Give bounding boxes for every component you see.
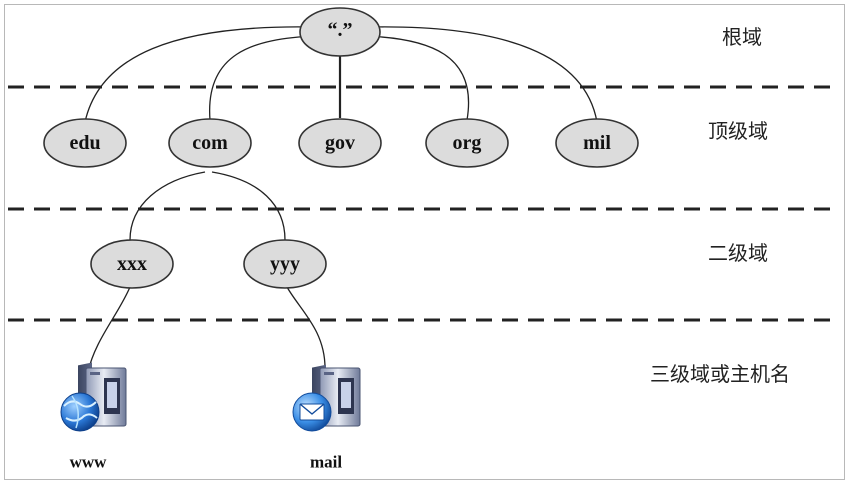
level-label-top-level: 顶级域 xyxy=(708,119,768,143)
edge-com-xxx xyxy=(129,171,206,241)
edge-root-edu xyxy=(84,26,311,123)
sld-label-xxx: xxx xyxy=(117,253,147,275)
host-label-www: www xyxy=(70,453,108,472)
tld-label-mil: mil xyxy=(583,132,611,154)
sld-label-yyy: yyy xyxy=(270,253,300,275)
sld-node-yyy: yyy xyxy=(243,239,327,289)
level-label-root: 根域 xyxy=(722,25,762,49)
root-node: “.” xyxy=(299,7,381,57)
edge-com-yyy xyxy=(211,171,286,241)
mail-server-icon xyxy=(292,364,361,432)
root-node-label: “.” xyxy=(328,19,353,41)
edge-root-org xyxy=(363,35,470,121)
tld-node-com: com xyxy=(168,118,252,168)
tld-node-org: org xyxy=(425,118,509,168)
tld-node-mil: mil xyxy=(555,118,639,168)
tld-label-edu: edu xyxy=(69,132,100,154)
level-label-third-level-host: 三级域或主机名 xyxy=(650,362,790,386)
sld-node-xxx: xxx xyxy=(90,239,174,289)
host-label-mail: mail xyxy=(310,453,342,472)
edge-root-mil xyxy=(371,26,598,123)
tld-label-com: com xyxy=(192,132,228,154)
diagram-frame xyxy=(4,4,845,480)
tld-label-org: org xyxy=(453,132,482,154)
edge-xxx-www xyxy=(87,286,131,373)
tld-node-gov: gov xyxy=(298,118,382,168)
level-label-second-level: 二级域 xyxy=(708,241,768,265)
edge-yyy-mail xyxy=(286,286,326,369)
web-server-icon xyxy=(60,362,127,432)
tld-node-edu: edu xyxy=(43,118,127,168)
tld-label-gov: gov xyxy=(325,132,355,154)
edge-root-com xyxy=(209,35,319,121)
